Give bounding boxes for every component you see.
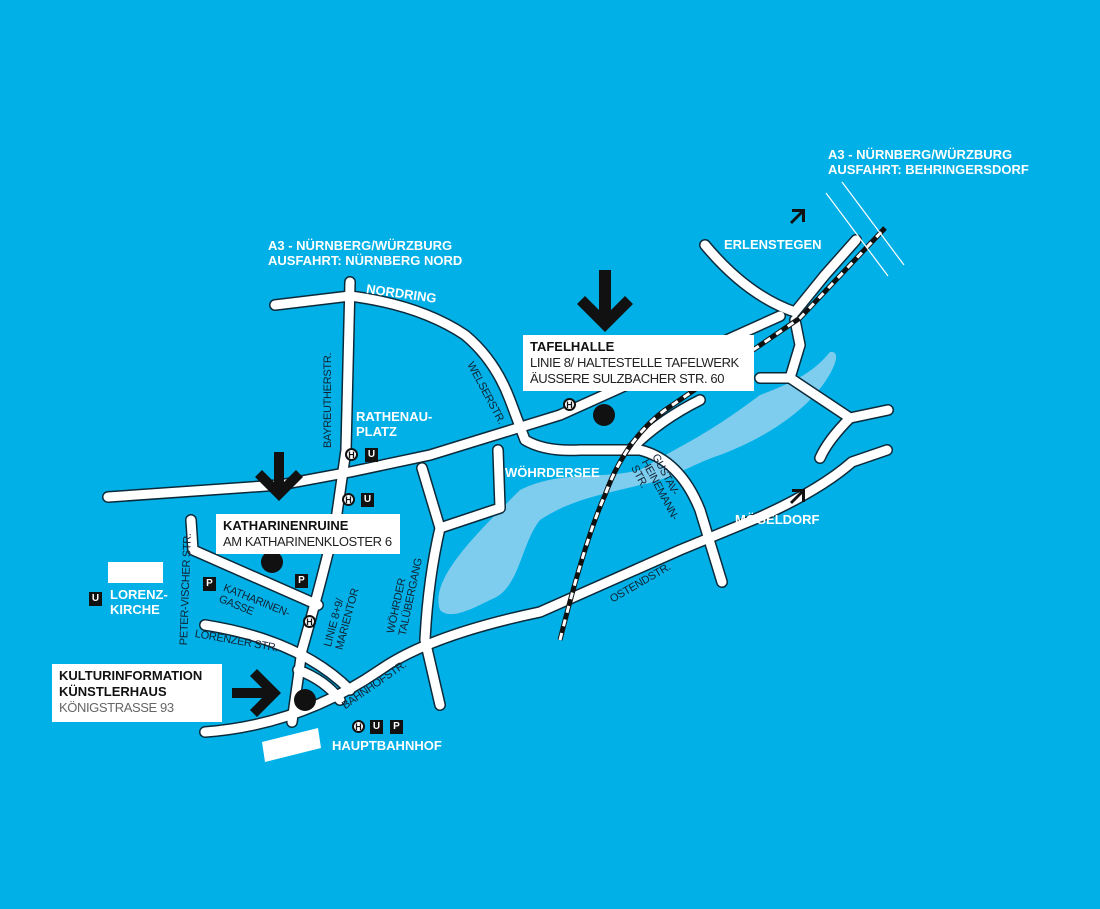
- railway: [557, 226, 887, 641]
- arrow-right-icon: [232, 669, 281, 717]
- street-bayreuther: BAYREUTHERSTR.: [322, 352, 334, 448]
- subway-icon: U: [361, 493, 374, 507]
- subway-icon: U: [370, 720, 383, 734]
- parking-icon: P: [390, 720, 403, 734]
- lake-woehrdersee: [438, 351, 837, 615]
- road: [270, 291, 727, 587]
- road: [627, 395, 705, 453]
- parking-icon: P: [295, 574, 308, 588]
- venue-dot-tafelhalle: [593, 404, 615, 426]
- road: [200, 620, 355, 695]
- label-lorenzkirche: LORENZ-KIRCHE: [110, 587, 168, 617]
- label-rathenauplatz: RATHENAU-PLATZ: [356, 409, 433, 439]
- road: [417, 463, 445, 710]
- lorenzkirche-block: [108, 562, 163, 583]
- road: [200, 445, 892, 737]
- venue-dot-katharinenruine: [261, 551, 283, 573]
- road: [785, 315, 805, 383]
- tram-stop-icon: H: [352, 720, 365, 733]
- road: [186, 515, 323, 610]
- subway-icon: U: [365, 448, 378, 462]
- hauptbahnhof-block: [262, 728, 321, 762]
- road: [755, 373, 893, 423]
- arrow-northeast-icon: [790, 489, 805, 504]
- arrow-northeast-icon: [790, 209, 805, 224]
- road: [700, 235, 861, 317]
- label-woehrdersee: WÖHRDERSEE: [505, 465, 600, 480]
- arrow-down-icon: [577, 270, 633, 332]
- arrows: [232, 209, 805, 717]
- road: [815, 413, 855, 463]
- subway-icon: U: [89, 592, 102, 606]
- label-erlenstegen: ERLENSTEGEN: [724, 237, 822, 252]
- railway-line: [558, 226, 887, 641]
- label-hauptbahnhof: HAUPTBAHNHOF: [332, 738, 442, 753]
- parking-icon: P: [203, 577, 216, 591]
- motorway-lines: [825, 181, 905, 277]
- tram-stop-icon: H: [342, 493, 355, 506]
- tram-stop-icon: H: [345, 448, 358, 461]
- tram-stop-icon: H: [303, 615, 316, 628]
- venue-dot-kulturinfo: [294, 689, 316, 711]
- arrow-down-icon: [255, 452, 303, 501]
- road: [435, 445, 505, 533]
- tram-stop-icon: H: [563, 398, 576, 411]
- label-moegeldorf: MÖGELDORF: [735, 512, 820, 527]
- roads: [102, 234, 894, 738]
